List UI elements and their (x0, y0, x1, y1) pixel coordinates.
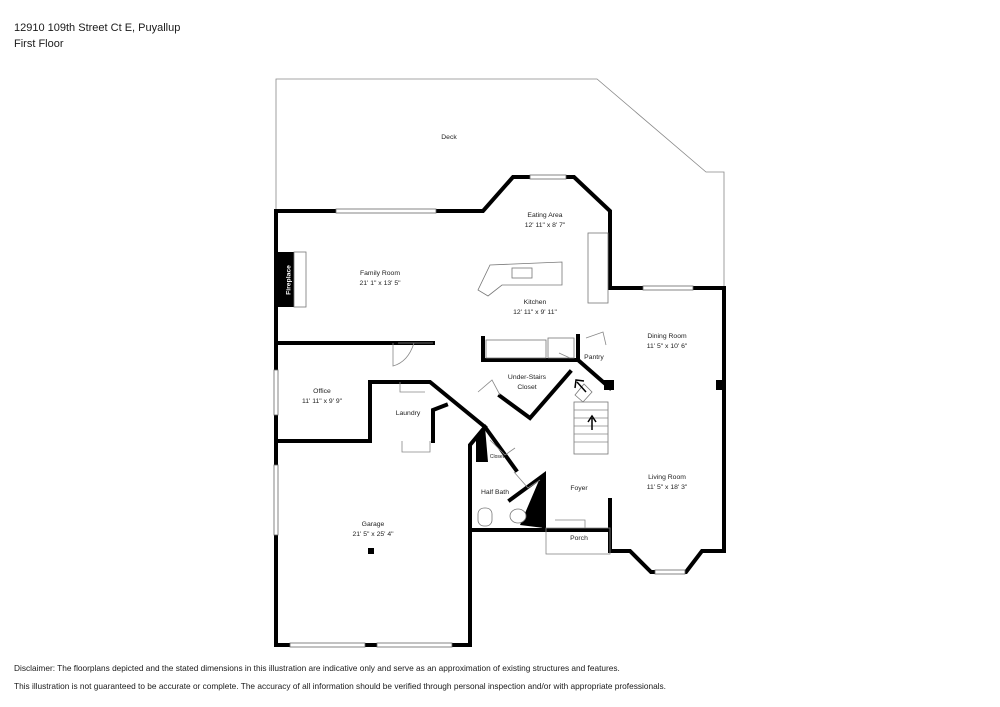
foyer-label: Foyer (570, 485, 588, 492)
porch-outline (545, 527, 611, 555)
fireplace-label: Fireplace (286, 265, 293, 295)
family-room-dims: 21' 1" x 13' 5" (359, 280, 401, 287)
disclaimer-line-2: This illustration is not guaranteed to b… (14, 681, 666, 691)
half-bath-label: Half Bath (481, 489, 509, 496)
window (335, 208, 437, 214)
vanity-sink (509, 508, 527, 524)
living-room-label: Living Room (648, 474, 686, 481)
window (642, 285, 694, 291)
dining-room-dims: 11' 5" x 10' 6" (647, 343, 688, 350)
post (716, 380, 724, 390)
closet-label: Closet (490, 454, 505, 460)
living-room-dims: 11' 5" x 18' 3" (647, 484, 688, 491)
staircase (573, 379, 609, 455)
floor-label: First Floor (14, 38, 64, 50)
window (273, 464, 279, 536)
laundry-label: Laundry (396, 410, 421, 417)
refrigerator (547, 337, 575, 359)
deck-label: Deck (441, 134, 457, 141)
eating-area-label: Eating Area (527, 212, 562, 219)
porch-label: Porch (570, 535, 588, 542)
window (273, 369, 279, 416)
toilet (477, 507, 493, 527)
dining-room-label: Dining Room (647, 333, 687, 340)
eating-area-dims: 12' 11" x 8' 7" (525, 222, 566, 229)
stove-counter (485, 339, 547, 359)
under-stairs-label-1: Under-Stairs (508, 374, 547, 381)
garage-door (289, 642, 366, 648)
deck-outline (275, 78, 725, 288)
interior-walls (274, 334, 613, 532)
office-label: Office (313, 388, 331, 395)
kitchen-island (477, 261, 563, 297)
room-labels: Deck Eating Area 12' 11" x 8' 7" Family … (302, 134, 688, 542)
window (529, 174, 567, 180)
family-room-label: Family Room (360, 270, 400, 277)
under-stairs-label-2: Closet (517, 384, 536, 391)
garage-post (368, 548, 374, 554)
post (604, 380, 614, 390)
hearth (293, 251, 307, 308)
counter (587, 232, 609, 304)
pantry-label: Pantry (584, 354, 604, 361)
sink (511, 267, 533, 279)
garage-label: Garage (362, 521, 385, 528)
garage-dims: 21' 5" x 25' 4" (352, 531, 394, 538)
disclaimer-line-1: Disclaimer: The floorplans depicted and … (14, 663, 620, 673)
exterior-walls (274, 175, 726, 647)
office-dims: 11' 11" x 9' 9" (302, 398, 343, 405)
door-swings (392, 331, 607, 528)
kitchen-label: Kitchen (524, 299, 547, 306)
window (654, 569, 686, 575)
garage-door (376, 642, 453, 648)
property-address: 12910 109th Street Ct E, Puyallup (14, 22, 181, 34)
kitchen-dims: 12' 11" x 9' 11" (513, 309, 557, 316)
fireplace (278, 252, 294, 307)
closet-shelf (476, 427, 488, 462)
